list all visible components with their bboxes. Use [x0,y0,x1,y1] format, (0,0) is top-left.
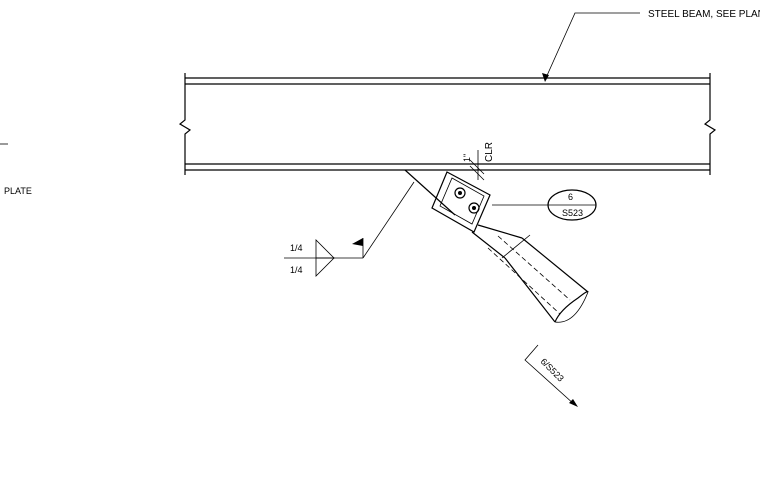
weld-size-top: 1/4 [290,243,303,253]
clearance-value: 1" [462,154,472,162]
clearance-dimension [469,150,485,181]
gusset-plate-edge [404,169,456,216]
beam-callout-text: STEEL BEAM, SEE PLAN [648,9,760,20]
weld-size-bottom: 1/4 [290,265,303,275]
connection-plate [431,171,491,233]
clearance-label: CLR [484,142,495,162]
detail-number: 6 [568,192,573,202]
detail-callout [492,189,597,221]
weld-symbol [284,181,415,277]
beam-leader [542,12,640,82]
plate-callout-text: PLATE [4,186,32,196]
section-cut-label: 6/S523 [539,356,566,383]
diagonal-brace [471,224,589,323]
section-cut-marker [524,344,578,407]
steel-beam [178,73,717,175]
detail-sheet: S523 [562,208,583,218]
